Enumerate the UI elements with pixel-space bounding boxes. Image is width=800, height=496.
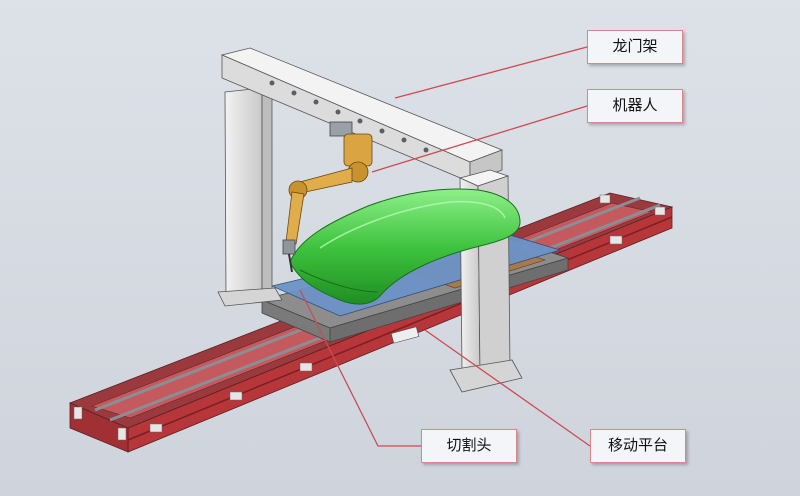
leader-line-cutting-head — [299, 289, 421, 447]
robot-arm — [282, 121, 373, 273]
label-robot: 机器人 — [587, 89, 683, 123]
label-gantry: 龙门架 — [587, 30, 683, 64]
label-cutting-head: 切割头 — [421, 429, 517, 463]
leader-line-robot — [371, 105, 588, 173]
label-moving-platform: 移动平台 — [590, 429, 686, 463]
workpiece — [289, 188, 521, 305]
leader-line-moving-platform — [424, 329, 591, 447]
leader-lines — [299, 46, 591, 447]
leader-line-gantry — [394, 46, 588, 99]
